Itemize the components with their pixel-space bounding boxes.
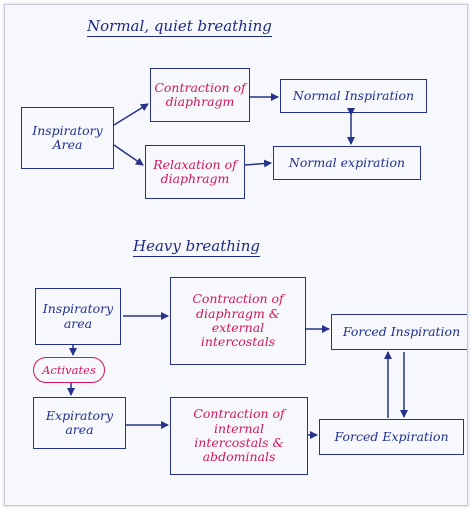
expiratory-area-box: Expiratory area (33, 397, 126, 449)
normal-expiration-box: Normal expiration (273, 146, 421, 180)
heavy-breathing-title: Heavy breathing (133, 237, 260, 257)
inspiratory-area-box-heavy: Inspiratory area (35, 288, 121, 345)
forced-expiration-box: Forced Expiration (319, 419, 464, 455)
arrow-area-to-relaxation (113, 144, 144, 166)
arrow-relaxation-to-expiration (244, 159, 272, 168)
notebook-page: Normal, quiet breathing Heavy breathing … (5, 5, 467, 505)
inspiratory-area-box-normal: Inspiratory Area (21, 107, 114, 169)
activates-label: Activates (33, 357, 105, 383)
connector-arrows (67, 93, 408, 439)
forced-inspiration-box: Forced Inspiration (331, 314, 467, 350)
relaxation-of-diaphragm-box: Relaxation of diaphragm (145, 145, 245, 199)
contraction-internal-intercostals-abdominals-box: Contraction of internal intercostals & a… (170, 397, 308, 475)
contraction-of-diaphragm-box: Contraction of diaphragm (150, 68, 250, 122)
normal-breathing-title: Normal, quiet breathing (87, 17, 272, 37)
contraction-diaphragm-external-intercostals-box: Contraction of diaphragm & external inte… (170, 277, 306, 365)
arrow-area-to-contraction (113, 103, 149, 126)
